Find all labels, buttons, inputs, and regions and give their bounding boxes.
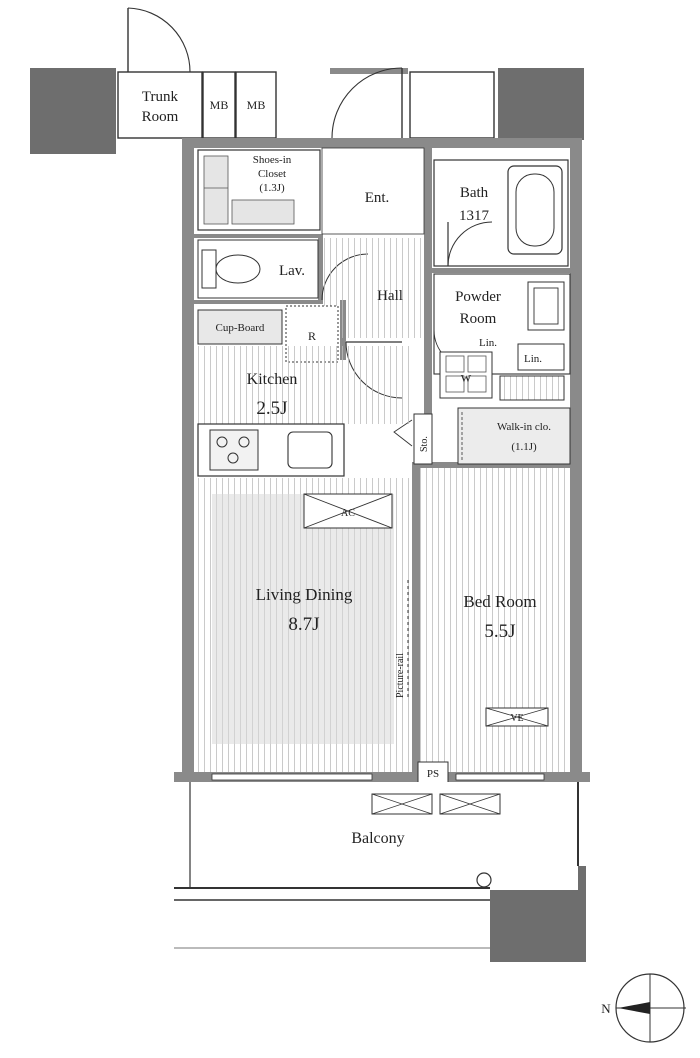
column-top-right xyxy=(498,68,584,140)
kitchen-label-2: 2.5J xyxy=(256,398,287,419)
entrance-label: Ent. xyxy=(365,190,390,206)
outdoor-unit-1-x2 xyxy=(371,793,433,815)
balcony-label: Balcony xyxy=(351,830,404,847)
shoes-shelf-1 xyxy=(203,155,229,225)
walkin-closet-label-2: (1.1J) xyxy=(511,441,537,453)
toilet-bowl xyxy=(215,254,261,284)
shoes-closet-label-2: Closet xyxy=(258,168,286,180)
storage-box xyxy=(413,413,433,465)
window-living xyxy=(211,773,373,781)
wall-bath-bottom xyxy=(432,268,572,273)
vanity-basin xyxy=(533,287,559,325)
picture-rail-label: Picture-rail xyxy=(395,653,406,698)
washer-drum-tr xyxy=(467,355,487,373)
mb-box-2 xyxy=(235,71,277,139)
living-dining-label-2: 8.7J xyxy=(288,614,319,635)
wall-entry-right xyxy=(424,148,432,468)
wall-bed-left xyxy=(412,465,420,773)
hall-label: Hall xyxy=(377,288,403,304)
walkin-closet-label-1: Walk-in clo. xyxy=(497,421,551,433)
kitchen-floor xyxy=(196,346,410,424)
cupboard-box xyxy=(197,309,283,345)
burner-2 xyxy=(238,436,250,448)
living-dining-label-1: Living Dining xyxy=(256,585,353,604)
outer-wall-bottom xyxy=(174,772,590,782)
washer-drum-tl xyxy=(445,355,465,373)
washer-label: W xyxy=(461,373,472,385)
trunk-room-label-1: Trunk xyxy=(142,89,179,105)
linen-label-1: Lin. xyxy=(479,337,497,349)
powder-room-label-1: Powder xyxy=(455,289,501,305)
trunk-door-swing xyxy=(127,7,191,73)
powder-room-label-2: Room xyxy=(460,311,497,327)
trunk-room-label-2: Room xyxy=(142,109,179,125)
walkin-closet-box xyxy=(457,407,571,465)
storage-label: Sto. xyxy=(419,436,430,452)
mb-label-2: MB xyxy=(247,98,266,112)
wall-lav-right xyxy=(318,234,323,304)
mb-box-1 xyxy=(202,71,236,139)
compass-needle-icon xyxy=(618,1002,650,1014)
dresser-shelf xyxy=(499,375,565,401)
bedroom-label-1: Bed Room xyxy=(463,592,536,611)
burner-1 xyxy=(216,436,228,448)
outdoor-unit-2-x2 xyxy=(439,793,501,815)
shoes-shelf-2 xyxy=(231,199,295,225)
bath-label-2: 1317 xyxy=(459,208,490,224)
entry-wall-block xyxy=(330,68,408,74)
bathtub-inner xyxy=(515,173,555,247)
shoes-closet-label-3: (1.3J) xyxy=(259,182,285,194)
washer-drum-br xyxy=(467,375,487,393)
burner-3 xyxy=(227,452,239,464)
linen-label-2: Lin. xyxy=(524,353,542,365)
bath-door-swing xyxy=(447,221,493,267)
wall-lav-bottom xyxy=(194,300,320,304)
lav-label: Lav. xyxy=(279,263,305,279)
stove xyxy=(209,429,259,471)
ac-label: AC xyxy=(341,508,355,519)
wall-bed-top xyxy=(412,462,572,468)
hall-floor xyxy=(323,238,424,338)
toilet-tank xyxy=(201,249,217,289)
fridge-label: R xyxy=(308,329,316,343)
living-shade xyxy=(212,494,394,744)
entry-door-swing xyxy=(331,67,403,139)
kitchen-label-1: Kitchen xyxy=(247,371,298,388)
outer-wall-left xyxy=(182,138,194,778)
compass-north-label: N xyxy=(601,1001,611,1016)
drain-symbol xyxy=(476,872,492,888)
bedroom-label-2: 5.5J xyxy=(484,621,515,642)
wall-lav-top xyxy=(194,234,320,238)
outer-wall-right xyxy=(570,138,582,778)
meter-box xyxy=(409,71,495,139)
trunk-room-box xyxy=(117,71,203,139)
column-top-left xyxy=(30,68,116,154)
entrance-floor xyxy=(321,147,425,235)
shoes-closet-label-1: Shoes-in xyxy=(253,154,292,166)
ac-living-x2 xyxy=(303,493,393,529)
compass: N xyxy=(601,973,686,1043)
bath-label-1: Bath xyxy=(460,185,489,201)
ve-label: VE xyxy=(510,713,523,724)
window-bed xyxy=(455,773,545,781)
sink xyxy=(287,431,333,469)
linen-box xyxy=(517,343,565,371)
outer-wall-top xyxy=(182,138,582,148)
mb-label-1: MB xyxy=(210,98,229,112)
cupboard-label: Cup-Board xyxy=(216,322,265,334)
ve-x2 xyxy=(485,707,549,727)
ps-label: PS xyxy=(427,768,439,780)
washer-drum-bl xyxy=(445,375,465,393)
